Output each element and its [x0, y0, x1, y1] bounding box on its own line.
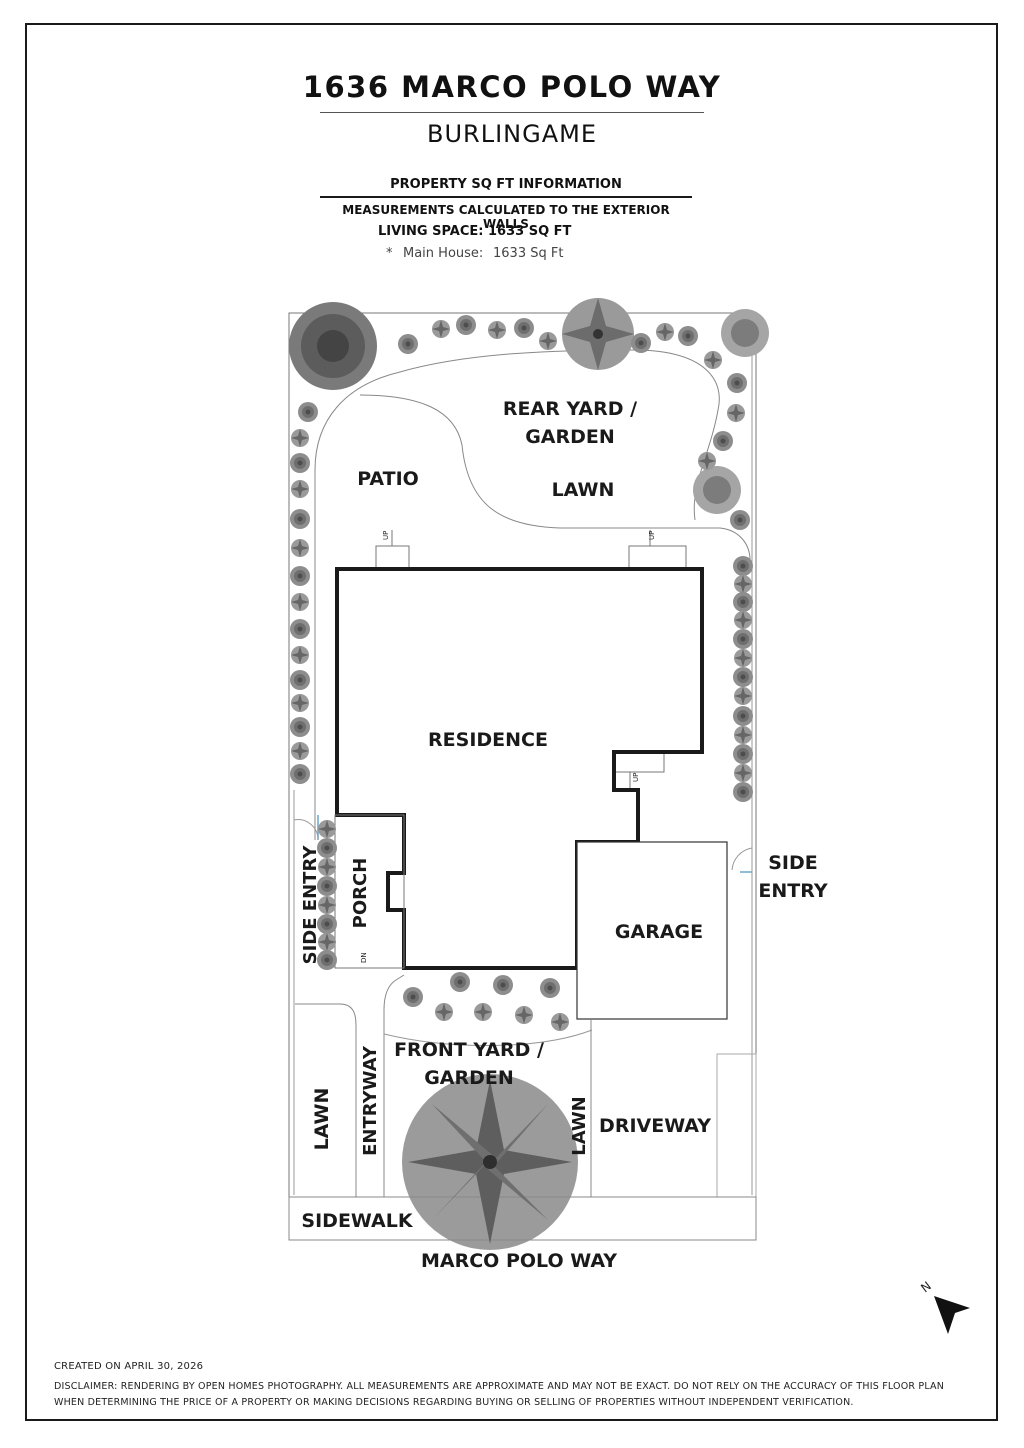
front-lawn-right-label: LAWN	[569, 1096, 590, 1156]
rear-steps-left	[375, 545, 410, 569]
side-gate-left	[293, 819, 319, 841]
city-subtitle: BURLINGAME	[427, 120, 597, 148]
side-steps	[613, 751, 665, 773]
patio-label: PATIO	[357, 468, 419, 490]
entryway-label: ENTRYWAY	[360, 1045, 381, 1156]
porch-label: PORCH	[350, 858, 371, 929]
sidewalk-label: SIDEWALK	[301, 1210, 413, 1232]
rear-steps-right	[628, 545, 687, 569]
north-arrow-label: N	[918, 1279, 934, 1296]
main-house-label: Main House:	[403, 246, 484, 261]
main-house-bullet: *	[386, 246, 393, 261]
left-hedge	[290, 402, 318, 784]
stairs-down-label: DN	[360, 952, 368, 963]
driveway-label: DRIVEWAY	[599, 1115, 711, 1137]
disclaimer-line-1: DISCLAIMER: RENDERING BY OPEN HOMES PHOT…	[54, 1381, 945, 1392]
stairs-up-label-side: UP	[632, 773, 640, 782]
side-entry-right-label-2: ENTRY	[758, 880, 827, 902]
front-yard-label: FRONT YARD /	[394, 1039, 544, 1061]
garage-outline	[576, 841, 728, 1020]
front-hedge	[403, 972, 569, 1031]
sqft-info-divider	[320, 196, 692, 198]
side-entry-left-label: SIDE ENTRY	[300, 845, 321, 965]
living-space-total: LIVING SPACE: 1633 SQ FT	[378, 224, 572, 239]
measurement-note: MEASUREMENTS CALCULATED TO THE EXTERIOR …	[342, 203, 670, 231]
palm-rear-center	[562, 298, 634, 370]
main-house-value: 1633 Sq Ft	[493, 246, 564, 261]
entryway-edge	[383, 974, 405, 1197]
stairs-up-label-left: UP	[382, 531, 390, 540]
rear-lawn-label: LAWN	[552, 479, 615, 501]
garage-label: GARAGE	[615, 921, 703, 943]
rear-garden-label: GARDEN	[525, 426, 615, 448]
title-divider	[320, 112, 704, 113]
front-yard-tree	[402, 1074, 578, 1250]
front-garden-label: GARDEN	[424, 1067, 514, 1089]
rear-hedge-top	[398, 315, 722, 369]
patio-lawn-edge	[359, 394, 751, 561]
large-tree-rear-left	[289, 302, 377, 390]
created-date: CREATED ON APRIL 30, 2026	[54, 1361, 204, 1372]
plant-right-mid	[693, 466, 741, 514]
left-lawn-edge	[295, 1003, 357, 1197]
property-address-title: 1636 MARCO POLO WAY	[302, 70, 722, 104]
right-hedge	[698, 373, 753, 802]
main-house-row: * Main House: 1633 Sq Ft	[386, 246, 563, 261]
side-gate-right	[731, 847, 753, 871]
front-lawn-left-label: LAWN	[311, 1088, 333, 1151]
north-arrow-icon: N	[918, 1279, 970, 1334]
sqft-info-heading: PROPERTY SQ FT INFORMATION	[390, 177, 622, 192]
disclaimer-line-2: WHEN DETERMINING THE PRICE OF A PROPERTY…	[54, 1397, 854, 1408]
residence-label: RESIDENCE	[428, 729, 548, 751]
stairs-up-label-right: UP	[648, 531, 656, 540]
page-border	[25, 23, 998, 1421]
street-name-label: MARCO POLO WAY	[421, 1250, 617, 1272]
side-entry-right-label: SIDE	[768, 852, 818, 874]
rear-yard-label: REAR YARD /	[503, 398, 637, 420]
plant-rear-right	[721, 309, 769, 357]
